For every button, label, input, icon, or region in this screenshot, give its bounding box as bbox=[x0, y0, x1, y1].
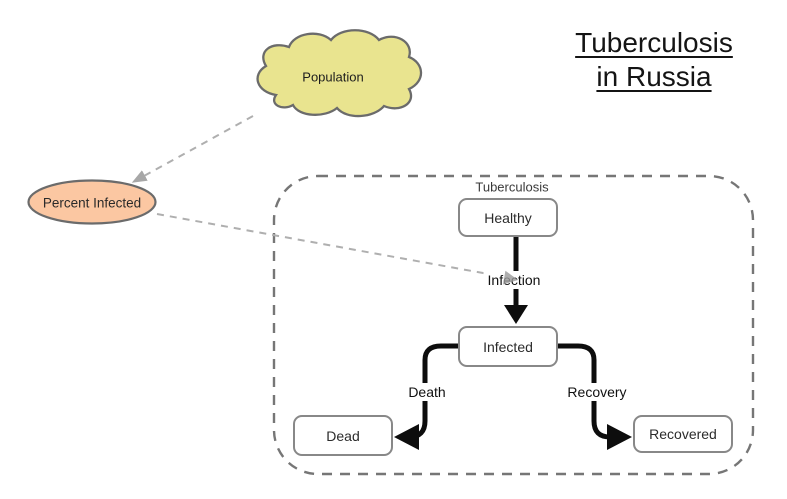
title-text[interactable]: Tuberculosis in Russia bbox=[544, 26, 764, 94]
stock-dead-label: Dead bbox=[326, 427, 360, 444]
percent-infected-ellipse[interactable] bbox=[27, 179, 157, 225]
stock-recovered-label: Recovered bbox=[649, 426, 717, 442]
percent-infected-label: Percent Infected bbox=[42, 195, 142, 211]
population-cloud[interactable] bbox=[256, 29, 423, 118]
stock-infected[interactable]: Infected bbox=[458, 326, 558, 367]
flow-infection-arrowhead bbox=[504, 305, 528, 324]
stock-healthy-label: Healthy bbox=[484, 209, 532, 226]
stock-healthy[interactable]: Healthy bbox=[458, 198, 558, 237]
population-label: Population bbox=[302, 69, 364, 85]
flow-recovery-arrowhead bbox=[607, 424, 632, 450]
flow-recovery-label[interactable]: Recovery bbox=[563, 383, 631, 401]
flow-death-label[interactable]: Death bbox=[404, 383, 450, 401]
title-line-2: in Russia bbox=[596, 61, 712, 92]
stock-dead[interactable]: Dead bbox=[293, 415, 393, 456]
stock-infected-label: Infected bbox=[483, 338, 533, 355]
flow-death-arrowhead bbox=[394, 424, 419, 450]
group-label: Tuberculosis bbox=[475, 179, 549, 195]
link-population-to-percent-infected[interactable] bbox=[131, 115, 254, 183]
stock-recovered[interactable]: Recovered bbox=[633, 415, 733, 453]
group-boundary[interactable] bbox=[272, 174, 755, 476]
flow-infection-label[interactable]: Infection bbox=[483, 271, 545, 289]
title-line-1: Tuberculosis bbox=[575, 27, 733, 58]
link-percent-infected-to-infection[interactable] bbox=[156, 213, 506, 278]
